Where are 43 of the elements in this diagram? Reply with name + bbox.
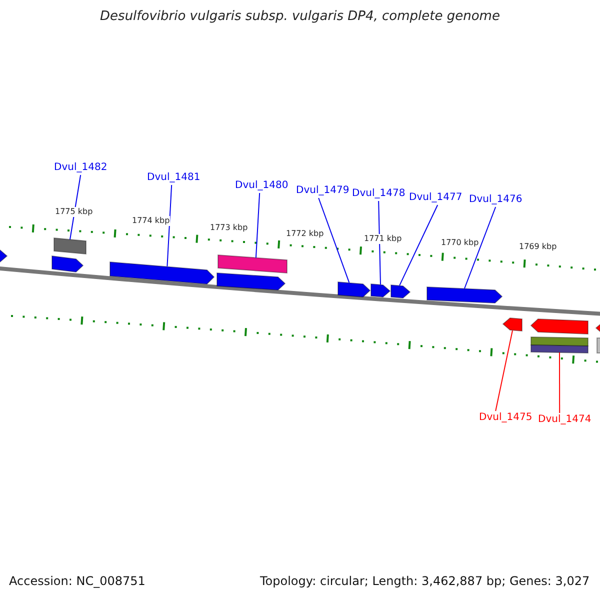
gene-feature [338, 281, 371, 298]
leader-line [464, 206, 496, 289]
feature-bar [54, 237, 86, 255]
scale-label: 1773 kbp [210, 223, 248, 233]
leader-line [255, 192, 260, 258]
gene-label: Dvul_1479 [296, 185, 350, 197]
scale-label: 1772 kbp [286, 229, 324, 239]
leader-line [559, 352, 560, 414]
footer-text: Accession: NC_008751 [9, 574, 146, 588]
gene-feature [216, 272, 286, 291]
gene-label: Dvul_1474 [538, 414, 592, 426]
gene-feature [426, 286, 503, 304]
gene-label: Dvul_1477 [409, 192, 462, 204]
gene-label: Dvul_1475 [479, 412, 532, 424]
gene-label: Dvul_1478 [352, 188, 406, 200]
footer-text: Topology: circular; Length: 3,462,887 bp; Genes: 3,027 [260, 574, 590, 588]
scale-label: 1770 kbp [441, 238, 479, 248]
leader-line [495, 330, 513, 412]
scale-label: 1771 kbp [364, 234, 402, 244]
gene-label: Dvul_1480 [235, 180, 288, 192]
gene-feature [595, 322, 600, 334]
leader-line [378, 200, 381, 285]
gene-label: Dvul_1481 [147, 172, 200, 184]
feature-bar [530, 336, 588, 346]
feature-bar [218, 254, 288, 274]
gene-feature [52, 255, 84, 273]
feature-bar [596, 338, 600, 354]
gene-label: Dvul_1476 [469, 194, 522, 206]
gene-feature [530, 318, 588, 335]
gene-label: Dvul_1482 [54, 162, 108, 174]
gene-feature [370, 283, 391, 298]
leader-line [399, 204, 438, 286]
title: Desulfovibrio vulgaris subsp. vulgaris DP4, complete genome [99, 9, 501, 25]
scale-label: 1769 kbp [519, 242, 557, 252]
scale-label: 1774 kbp [132, 216, 170, 226]
scale-label: 1775 kbp [55, 207, 93, 217]
gene-feature [390, 284, 411, 299]
gene-feature [502, 317, 522, 332]
gene-feature [110, 261, 215, 285]
feature-bar [530, 344, 588, 354]
leader-line [166, 184, 172, 267]
leader-line [318, 198, 350, 284]
gene-feature [0, 248, 8, 263]
